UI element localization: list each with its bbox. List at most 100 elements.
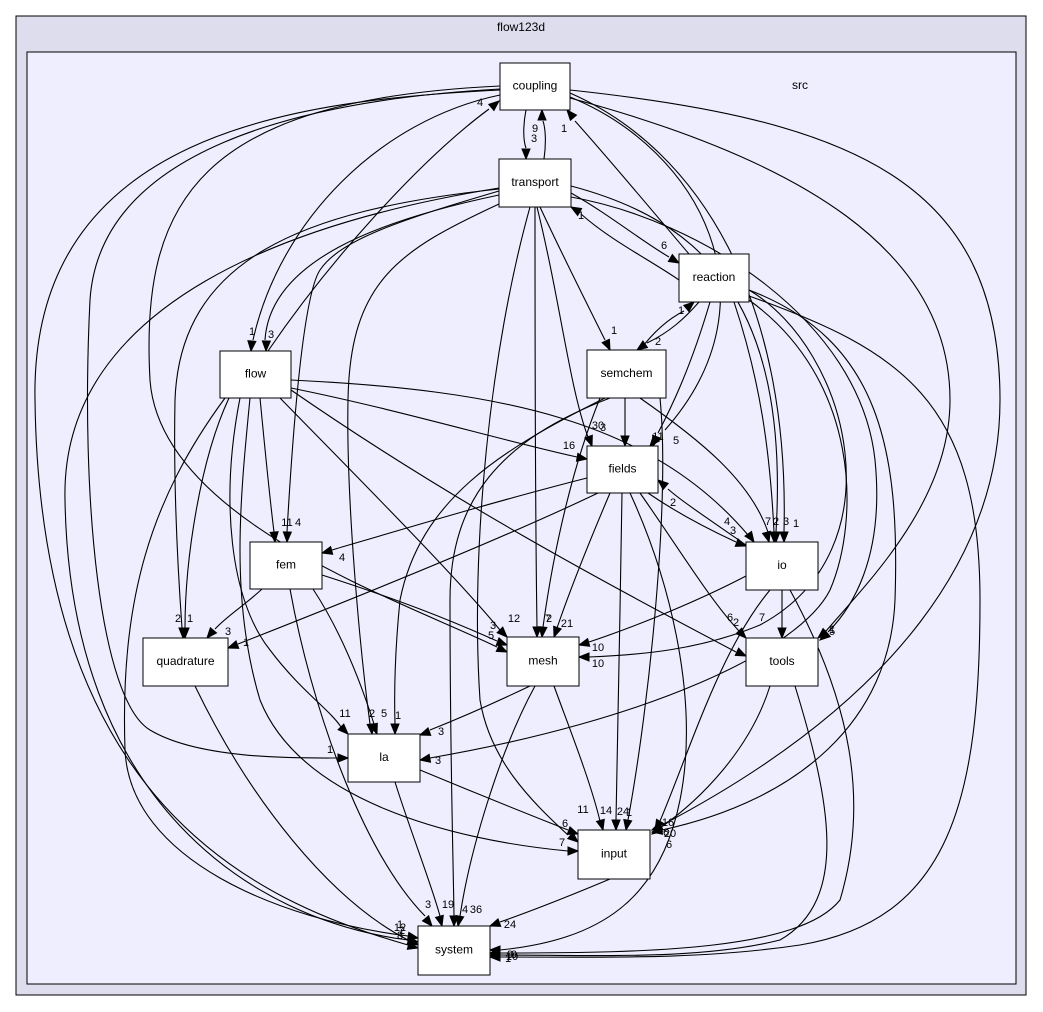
edge-weight-label[interactable]: 3 [531, 133, 537, 145]
edge-weight-label[interactable]: 19 [442, 899, 454, 911]
edge-weight-label[interactable]: 6 [666, 839, 672, 851]
node-box[interactable] [249, 541, 323, 590]
node-box[interactable] [678, 253, 750, 303]
edge-weight-label[interactable]: 5 [829, 626, 835, 638]
node-mesh[interactable]: mesh [506, 636, 580, 687]
edge-weight-label[interactable]: 3 [600, 422, 606, 434]
edge-weight-label[interactable]: 1 [678, 305, 684, 317]
edge-weight-label[interactable]: 1 [395, 710, 401, 722]
edge-weight-label[interactable]: 12 [394, 922, 406, 934]
edge-weight-label[interactable]: 3 [435, 755, 441, 767]
node-label[interactable]: la [379, 750, 389, 764]
node-box[interactable] [506, 636, 580, 687]
edge-weight-label[interactable]: 24 [617, 806, 629, 818]
node-box[interactable] [745, 637, 819, 687]
edge-weight-label[interactable]: 7 [759, 612, 765, 624]
edge-weight-label[interactable]: 4 [724, 516, 730, 528]
edge-weight-label[interactable]: 2 [670, 497, 676, 509]
node-box[interactable] [499, 62, 571, 111]
edge-weight-label[interactable]: 20 [664, 828, 676, 840]
edge-weight-label[interactable]: 9 [511, 949, 517, 961]
edge-weight-label[interactable]: 1 [187, 613, 193, 625]
node-box[interactable] [586, 445, 659, 494]
node-system[interactable]: system [417, 925, 491, 976]
node-box[interactable] [577, 829, 651, 880]
edge-weight-label[interactable]: 6 [663, 827, 669, 839]
edge-weight-label[interactable]: 10 [592, 658, 604, 670]
node-flow[interactable]: flow [219, 350, 292, 399]
edge-weight-label[interactable]: 7 [765, 516, 771, 528]
edge-weight-label[interactable]: 1 [829, 624, 835, 636]
edge-weight-label[interactable]: 9 [532, 123, 538, 135]
edge-weight-label[interactable]: 1 [243, 637, 249, 649]
edge-weight-label[interactable]: 7 [559, 837, 565, 849]
edge-weight-label[interactable]: 1 [505, 953, 511, 965]
edge-weight-label[interactable]: 16 [563, 440, 575, 452]
node-box[interactable] [498, 158, 572, 208]
node-fem[interactable]: fem [249, 541, 323, 590]
edge-weight-label[interactable]: 4 [295, 517, 301, 529]
edge-weight-label[interactable]: 1 [249, 326, 255, 338]
edge-weight-label[interactable]: 3 [425, 899, 431, 911]
node-label[interactable]: coupling [513, 79, 558, 93]
node-label[interactable]: quadrature [156, 654, 214, 668]
node-reaction[interactable]: reaction [678, 253, 750, 303]
node-label[interactable]: system [435, 943, 473, 957]
node-box[interactable] [142, 637, 229, 687]
node-label[interactable]: input [601, 847, 628, 861]
edge-weight-label[interactable]: 36 [470, 904, 482, 916]
edge-weight-label[interactable]: 6 [562, 818, 568, 830]
edge-weight-label[interactable]: 1 [793, 518, 799, 530]
node-label[interactable]: tools [769, 654, 794, 668]
edge-weight-label[interactable]: 11 [577, 804, 588, 816]
edge-weight-label[interactable]: 1 [578, 210, 584, 222]
node-la[interactable]: la [347, 733, 421, 783]
edge-weight-label[interactable]: 5 [488, 630, 494, 642]
edge-weight-label[interactable]: 3 [783, 516, 789, 528]
edge-weight-label[interactable]: 11 [652, 431, 663, 443]
edge-weight-label[interactable]: 2 [546, 613, 552, 625]
node-label[interactable]: semchem [600, 366, 652, 380]
node-semchem[interactable]: semchem [586, 349, 667, 399]
node-quadrature[interactable]: quadrature [142, 637, 229, 687]
node-label[interactable]: io [777, 558, 787, 572]
node-label[interactable]: mesh [528, 654, 557, 668]
node-coupling[interactable]: coupling [499, 62, 571, 111]
node-tools[interactable]: tools [745, 637, 819, 687]
node-io[interactable]: io [745, 541, 819, 591]
node-label[interactable]: flow [245, 367, 267, 381]
edge-weight-label[interactable]: 14 [600, 805, 612, 817]
edge-weight-label[interactable]: 4 [339, 552, 345, 564]
edge-weight-label[interactable]: 2 [733, 617, 739, 629]
edge-weight-label[interactable]: 1 [626, 807, 632, 819]
edge-weight-label[interactable]: 4 [477, 97, 483, 109]
node-fields[interactable]: fields [586, 445, 659, 494]
edge-weight-label[interactable]: 10 [592, 642, 604, 654]
edge-weight-label[interactable]: 24 [504, 919, 516, 931]
edge-weight-label[interactable]: 6 [661, 240, 667, 252]
edge-weight-label[interactable]: 1 [327, 744, 333, 756]
node-box[interactable] [219, 350, 292, 399]
edge-weight-label[interactable]: 1 [611, 325, 617, 337]
node-label[interactable]: transport [511, 175, 559, 189]
node-box[interactable] [347, 733, 421, 783]
edge-weight-label[interactable]: 8 [397, 930, 403, 942]
edge-weight-label[interactable]: 6 [727, 612, 733, 624]
node-label[interactable]: fields [608, 462, 636, 476]
edge-weight-label[interactable]: 1 [397, 919, 403, 931]
edge-weight-label[interactable]: 3 [225, 626, 231, 638]
edge-weight-label[interactable]: 3 [490, 620, 496, 632]
edge-weight-label[interactable]: 11 [339, 708, 350, 720]
edge-weight-label[interactable]: 12 [508, 613, 520, 625]
node-label[interactable]: fem [276, 558, 296, 572]
edge-weight-label[interactable]: 4 [462, 904, 468, 916]
edge-weight-label[interactable]: 3 [268, 329, 274, 341]
edge-weight-label[interactable]: 2 [399, 925, 405, 937]
edge-weight-label[interactable]: 21 [561, 618, 573, 630]
edge-weight-label[interactable]: 7 [545, 613, 551, 625]
node-box[interactable] [417, 925, 491, 976]
edge-weight-label[interactable]: 2 [175, 613, 181, 625]
edge-weight-label[interactable]: 30 [592, 420, 604, 432]
edge-weight-label[interactable]: 5 [381, 708, 387, 720]
edge-weight-label[interactable]: 2 [369, 708, 375, 720]
